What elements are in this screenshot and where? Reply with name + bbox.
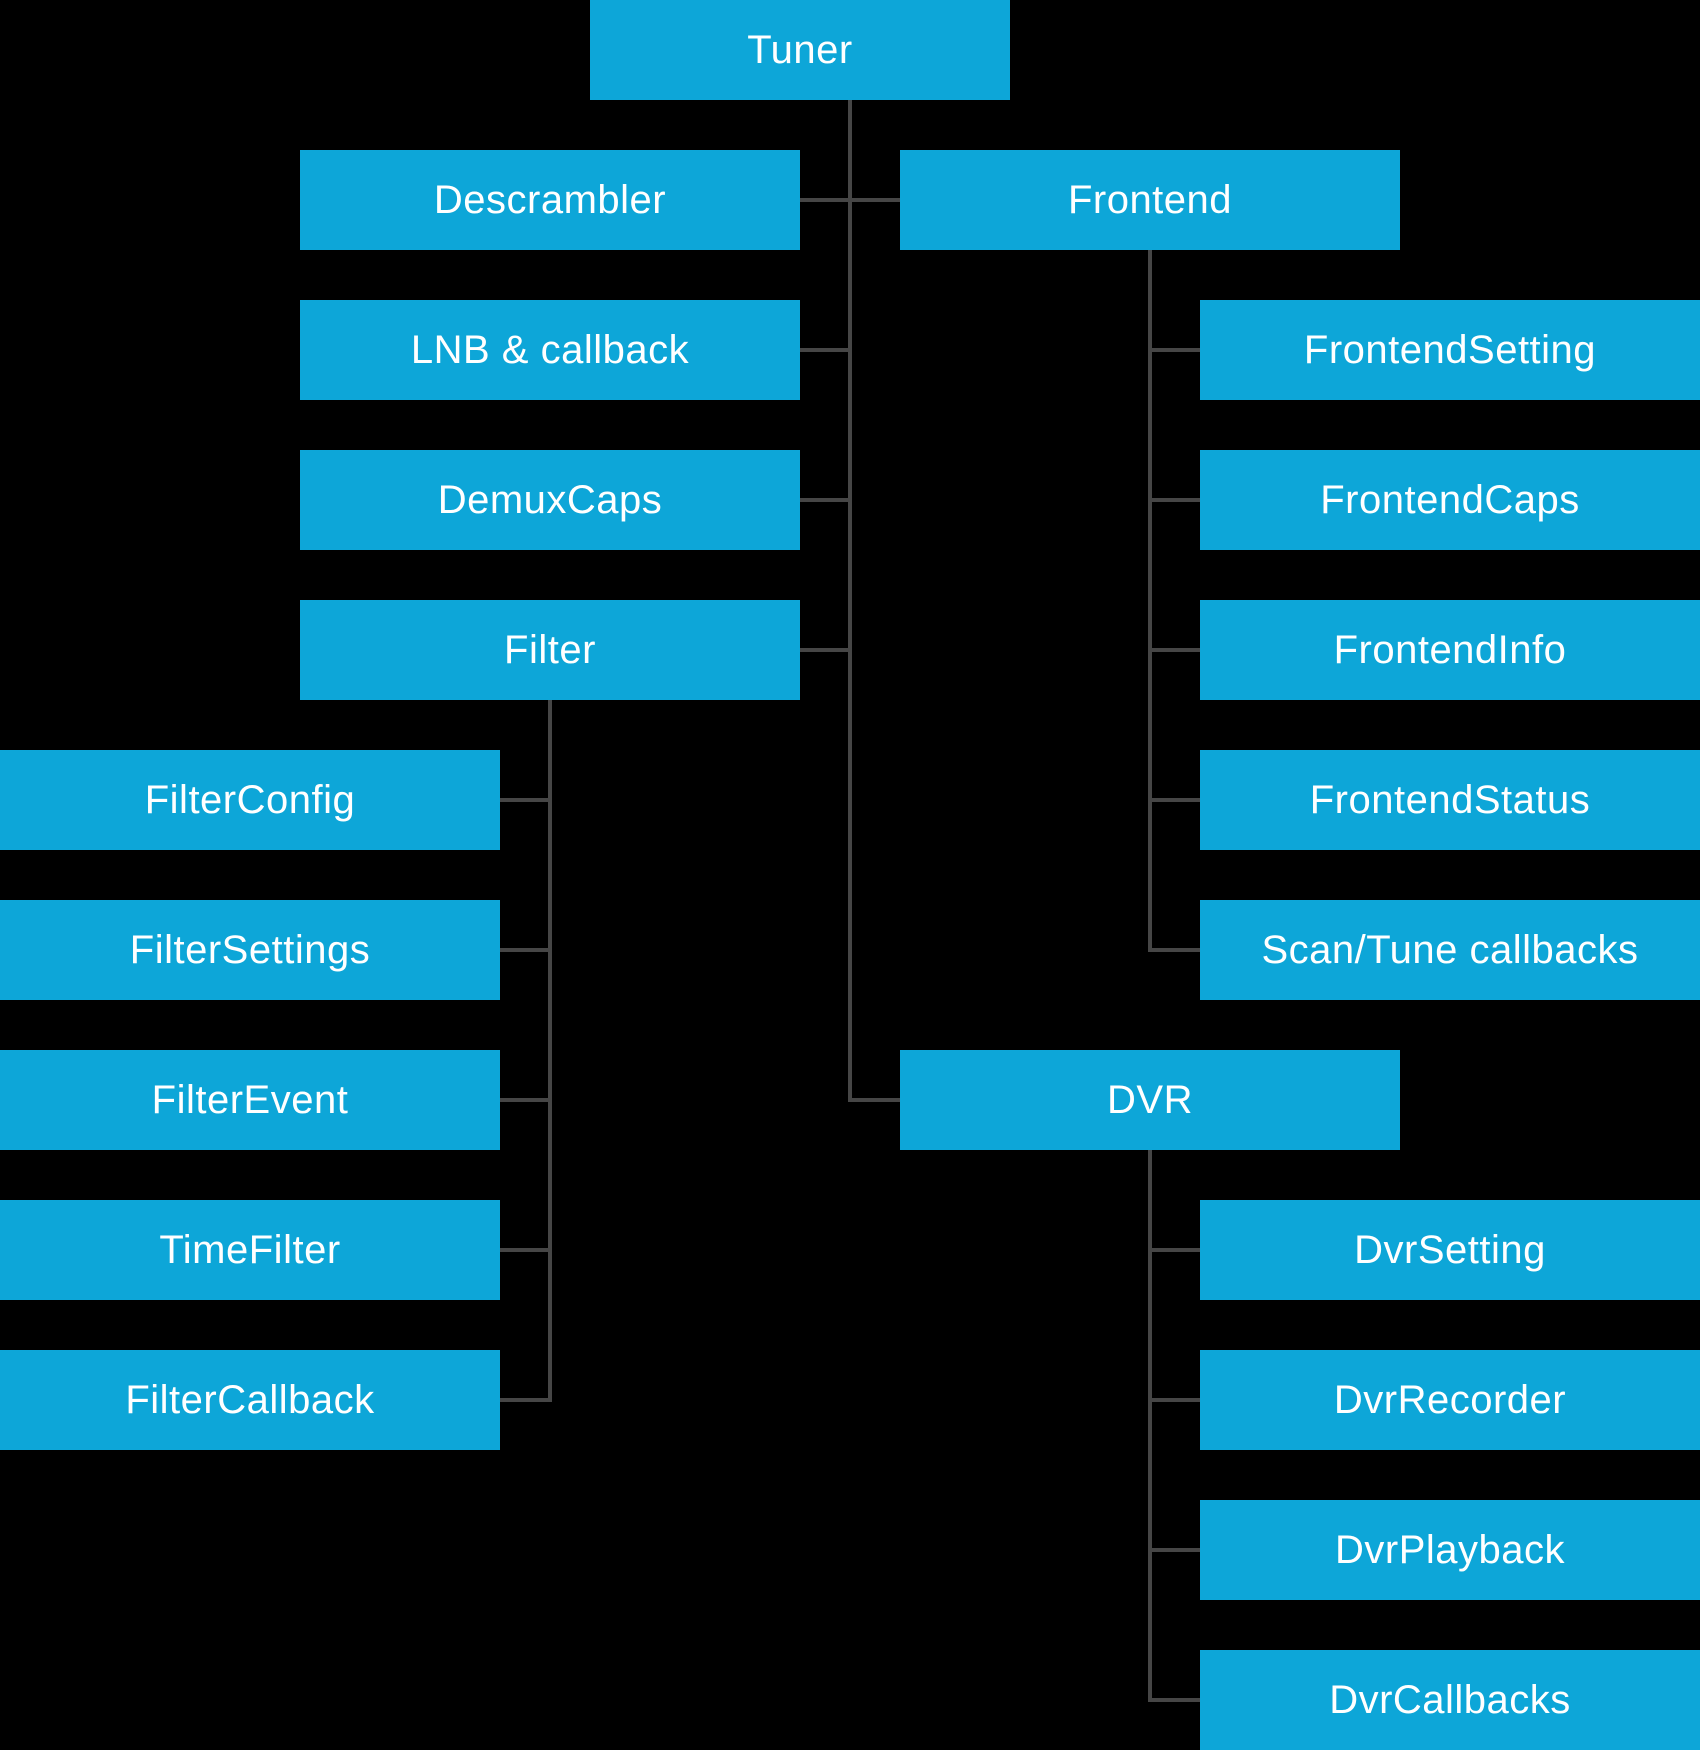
node-scan-tune-callbacks: Scan/Tune callbacks <box>1200 900 1700 1000</box>
connector-tick-dvr-callbacks <box>1148 1698 1200 1702</box>
connector-tick-dvr-recorder <box>1148 1398 1200 1402</box>
node-lnb-callback: LNB & callback <box>300 300 800 400</box>
connector-tick-filter-callback <box>500 1398 552 1402</box>
node-dvr-setting: DvrSetting <box>1200 1200 1700 1300</box>
node-descrambler: Descrambler <box>300 150 800 250</box>
node-frontend-status: FrontendStatus <box>1200 750 1700 850</box>
node-filter: Filter <box>300 600 800 700</box>
node-filter-config: FilterConfig <box>0 750 500 850</box>
node-frontend: Frontend <box>900 150 1400 250</box>
connector-tick-frontend-setting <box>1148 348 1200 352</box>
node-filter-callback: FilterCallback <box>0 1350 500 1450</box>
connector-tick-scan-tune-callbacks <box>1148 948 1200 952</box>
node-frontend-caps: FrontendCaps <box>1200 450 1700 550</box>
node-frontend-setting: FrontendSetting <box>1200 300 1700 400</box>
node-demux-caps: DemuxCaps <box>300 450 800 550</box>
node-time-filter: TimeFilter <box>0 1200 500 1300</box>
connector-tick-frontend-caps <box>1148 498 1200 502</box>
node-filter-event: FilterEvent <box>0 1050 500 1150</box>
connector-cross-descrambler-frontend <box>800 198 900 202</box>
connector-trunk-elbow-dvr <box>848 1098 900 1102</box>
node-dvr-playback: DvrPlayback <box>1200 1500 1700 1600</box>
connector-tick-frontend-status <box>1148 798 1200 802</box>
connector-tick-filter-config <box>500 798 552 802</box>
connector-tick-lnb-callback <box>800 348 852 352</box>
connector-tick-filter <box>800 648 852 652</box>
connector-dvr-rail <box>1148 1150 1152 1702</box>
connector-tick-dvr-setting <box>1148 1248 1200 1252</box>
connector-tick-frontend-info <box>1148 648 1200 652</box>
node-frontend-info: FrontendInfo <box>1200 600 1700 700</box>
connector-trunk-vertical <box>848 100 852 1102</box>
connector-tick-filter-settings <box>500 948 552 952</box>
node-dvr-callbacks: DvrCallbacks <box>1200 1650 1700 1750</box>
node-dvr: DVR <box>900 1050 1400 1150</box>
connector-tick-time-filter <box>500 1248 552 1252</box>
connector-tick-filter-event <box>500 1098 552 1102</box>
node-tuner: Tuner <box>590 0 1010 100</box>
connector-tick-demux-caps <box>800 498 852 502</box>
connector-filter-rail <box>548 700 552 1402</box>
node-dvr-recorder: DvrRecorder <box>1200 1350 1700 1450</box>
node-filter-settings: FilterSettings <box>0 900 500 1000</box>
connector-frontend-rail <box>1148 250 1152 952</box>
connector-tick-dvr-playback <box>1148 1548 1200 1552</box>
